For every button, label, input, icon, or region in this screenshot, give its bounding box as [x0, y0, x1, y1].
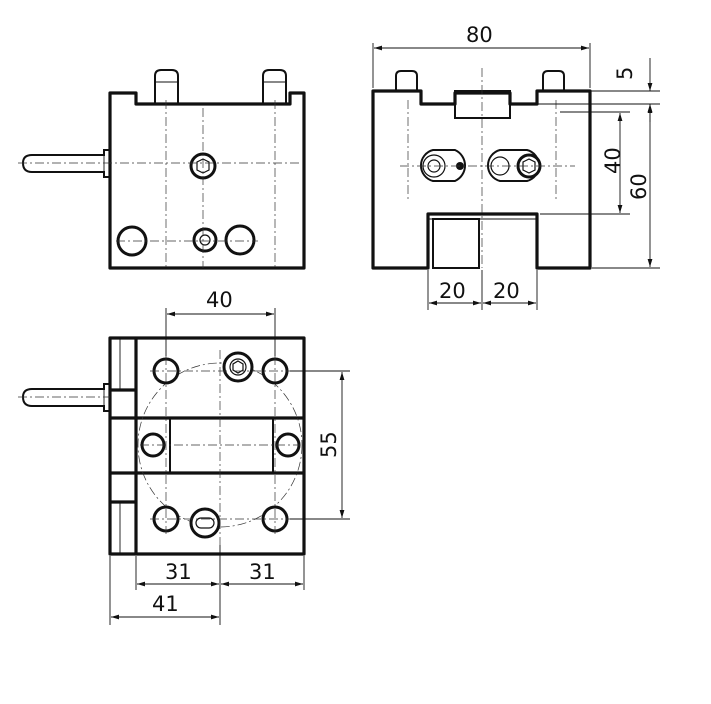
plan-side-rod — [21, 383, 110, 412]
side-left-bore — [420, 149, 467, 182]
side-right-pin — [542, 70, 565, 91]
dim-plan-right-offset: 31 — [249, 560, 276, 584]
dim-plan-hole-spacing: 40 — [206, 288, 233, 312]
dim-side-slot-left: 20 — [439, 279, 466, 303]
side-left-pin — [395, 70, 418, 91]
side-top-block — [454, 90, 511, 119]
dim-side-width: 80 — [466, 23, 493, 47]
plan-view: 40 55 31 31 41 — [18, 288, 350, 625]
dim-plan-left-offset: 31 — [165, 560, 192, 584]
front-view — [18, 69, 306, 270]
front-right-pin — [262, 69, 287, 104]
side-view: 80 5 40 60 20 20 — [371, 23, 660, 310]
front-bottom-center-hole — [192, 227, 218, 253]
plan-bottom-bore — [189, 507, 221, 539]
side-view-body — [371, 89, 592, 270]
front-side-rod — [21, 149, 110, 178]
side-slot-insert — [432, 218, 480, 269]
dim-side-offset: 5 — [613, 67, 637, 80]
plan-top-screw — [222, 351, 254, 383]
front-view-body — [108, 91, 306, 270]
dim-side-bore-height: 40 — [601, 147, 625, 174]
plan-left-slider — [135, 417, 171, 474]
dim-side-slot-right: 20 — [493, 279, 520, 303]
front-left-pin — [154, 69, 179, 104]
plan-right-slider — [272, 417, 305, 474]
dim-plan-hole-height: 55 — [317, 431, 341, 458]
dim-plan-total-offset: 41 — [152, 592, 179, 616]
dim-side-height: 60 — [627, 173, 651, 200]
front-bottom-right-hole — [224, 224, 256, 256]
plan-dashed-circle — [137, 362, 303, 528]
